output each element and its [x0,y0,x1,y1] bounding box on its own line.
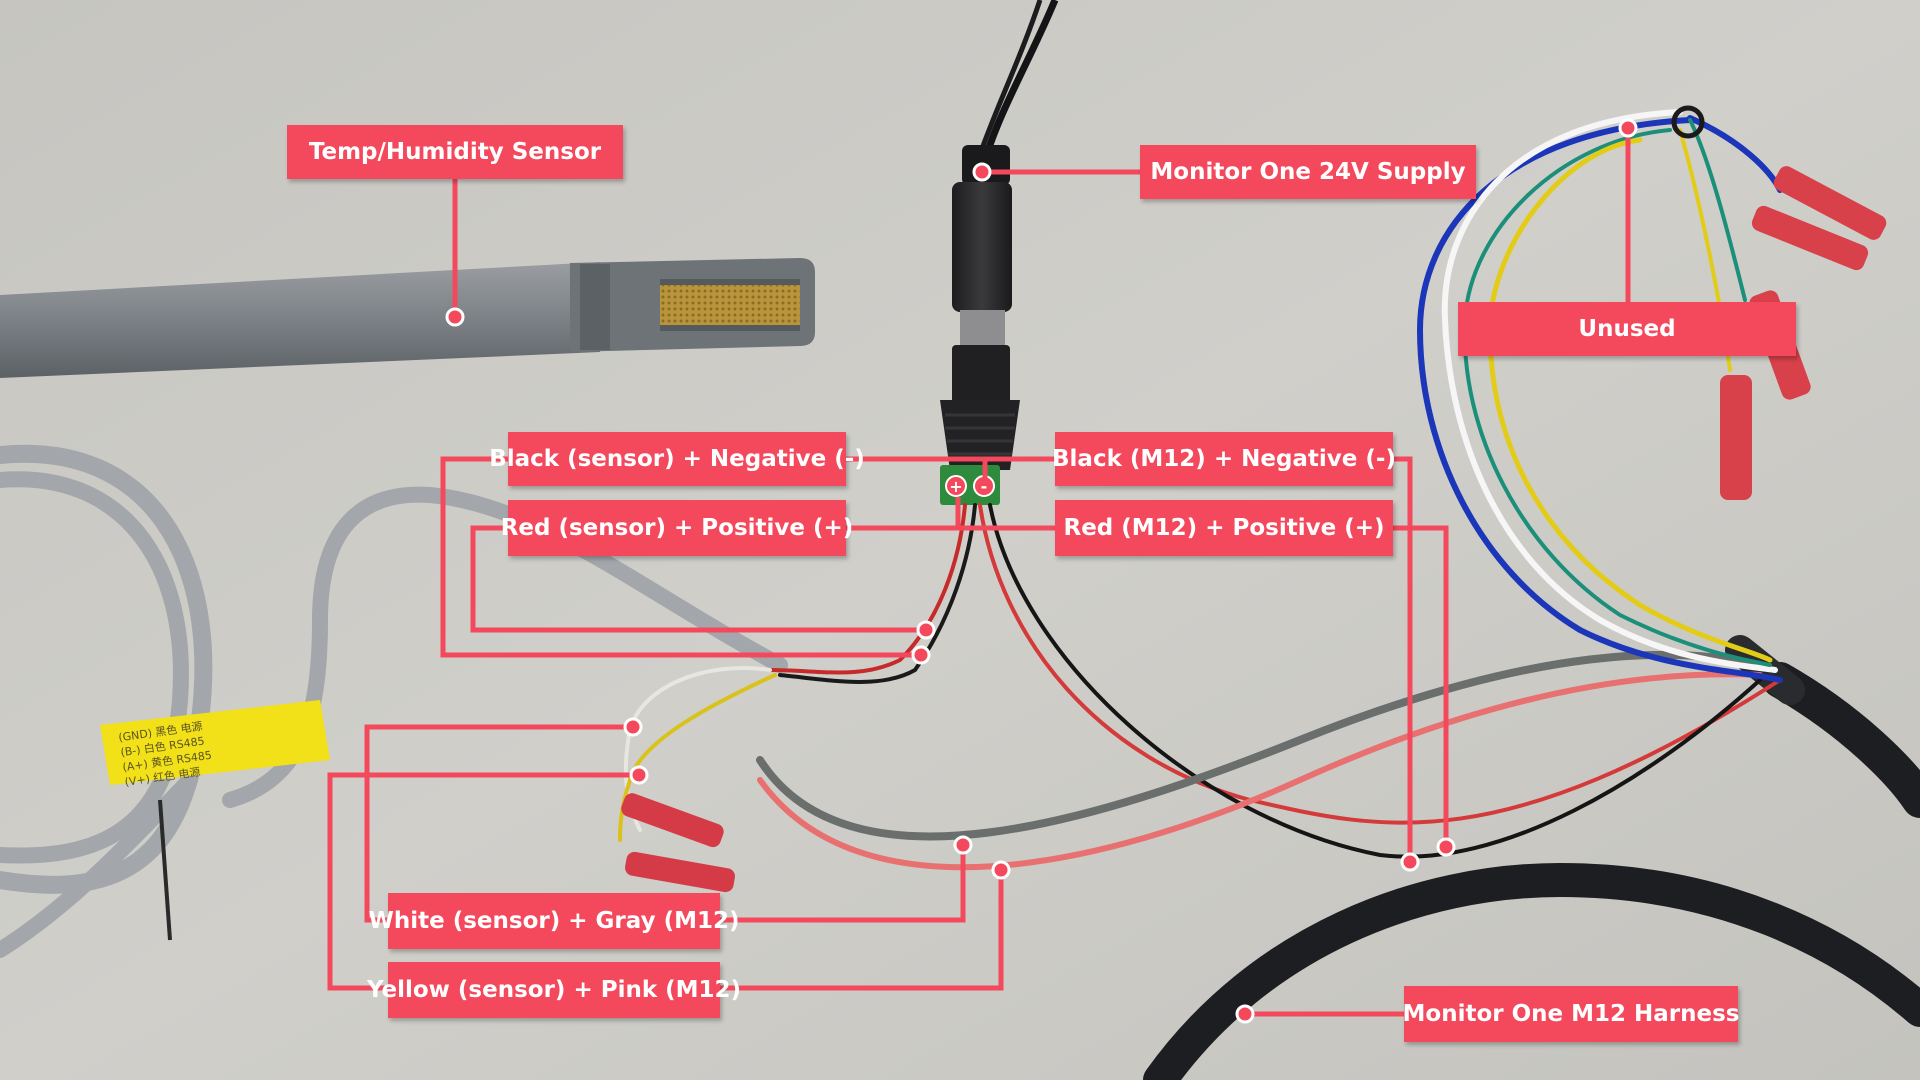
wires [618,503,1782,871]
yellow-sensor-pink-m12-label: Yellow (sensor) + Pink (M12) [367,962,741,1018]
temp-humidity-sensor-label: Temp/Humidity Sensor [287,125,623,179]
monitor-one-m12-harness-label: Monitor One M12 Harness [1403,986,1740,1042]
sensor-probe [0,258,815,378]
spade-connectors [621,793,735,893]
white-sensor-gray-m12-label: White (sensor) + Gray (M12) [369,893,740,949]
terminal-minus: - [981,477,988,496]
red-m12-positive-label: Red (M12) + Positive (+) [1055,500,1393,556]
leader-dots [445,118,1638,1024]
unused-label: Unused [1458,302,1796,356]
black-m12-negative-label: Black (M12) + Negative (-) [1052,432,1396,486]
red-sensor-positive-label: Red (sensor) + Positive (+) [501,500,853,556]
monitor-one-24v-supply-label: Monitor One 24V Supply [1140,145,1476,199]
leader-lines [327,128,1631,1017]
sensor-cable [0,444,788,958]
black-sensor-negative-label: Black (sensor) + Negative (-) [489,432,865,486]
terminal-plus: + [949,477,962,496]
